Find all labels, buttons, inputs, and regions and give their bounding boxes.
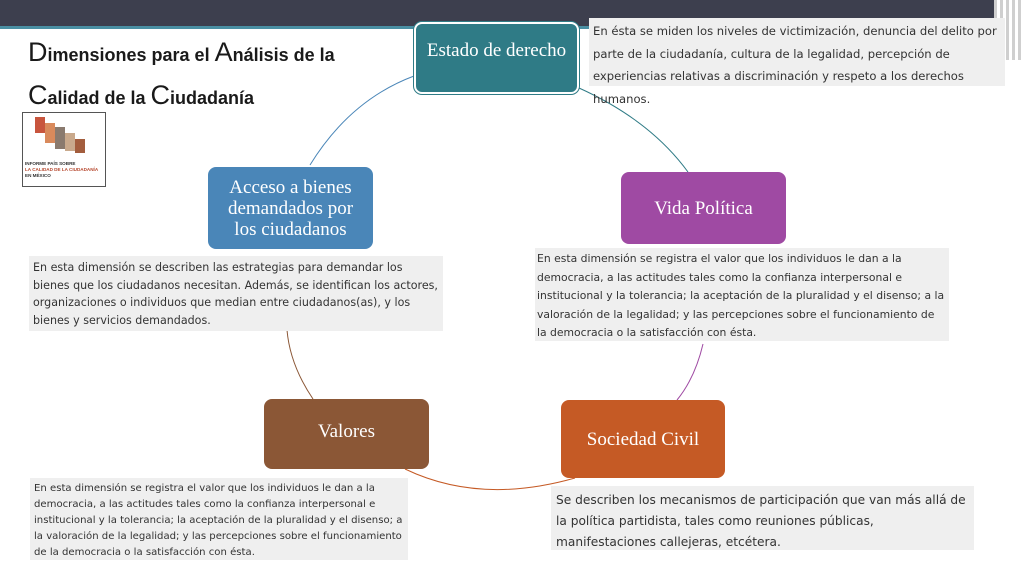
logo-bar: [55, 127, 65, 149]
connector-sociedad-valores: [404, 468, 576, 491]
logo-bar: [35, 117, 45, 133]
description-vida-politica: En esta dimensión se registra el valor q…: [535, 248, 949, 341]
node-valores: Valores: [264, 399, 429, 469]
logo-bar: [75, 139, 85, 153]
logo-bar: [65, 133, 75, 151]
report-logo: INFORME PAÍS SOBRE LA CALIDAD DE LA CIUD…: [22, 112, 106, 187]
connector-acceso-estado: [309, 75, 415, 166]
connector-valores-acceso: [286, 329, 314, 400]
connector-estado-vida: [578, 87, 689, 173]
node-acceso-a-bienes: Acceso a bienes demandados por los ciuda…: [208, 167, 373, 249]
connector-vida-sociedad: [676, 343, 704, 401]
logo-bar: [45, 123, 55, 143]
node-vida-politica: Vida Política: [621, 172, 786, 244]
title-line-1: Dimensiones para el Análisis de la: [28, 37, 335, 67]
description-valores: En esta dimensión se registra el valor q…: [30, 478, 408, 560]
description-sociedad-civil: Se describen los mecanismos de participa…: [551, 486, 974, 550]
logo-text: INFORME PAÍS SOBRE LA CALIDAD DE LA CIUD…: [25, 161, 99, 178]
description-estado-de-derecho: En ésta se miden los niveles de victimiz…: [589, 18, 1005, 106]
node-estado-de-derecho: Estado de derecho: [414, 22, 579, 94]
description-acceso-a-bienes: En esta dimensión se describen las estra…: [29, 256, 443, 331]
title-line-2: Calidad de la Ciudadanía: [28, 80, 255, 110]
slide-title: Dimensiones para el Análisis de la Calid…: [28, 32, 358, 118]
node-sociedad-civil: Sociedad Civil: [561, 400, 725, 478]
